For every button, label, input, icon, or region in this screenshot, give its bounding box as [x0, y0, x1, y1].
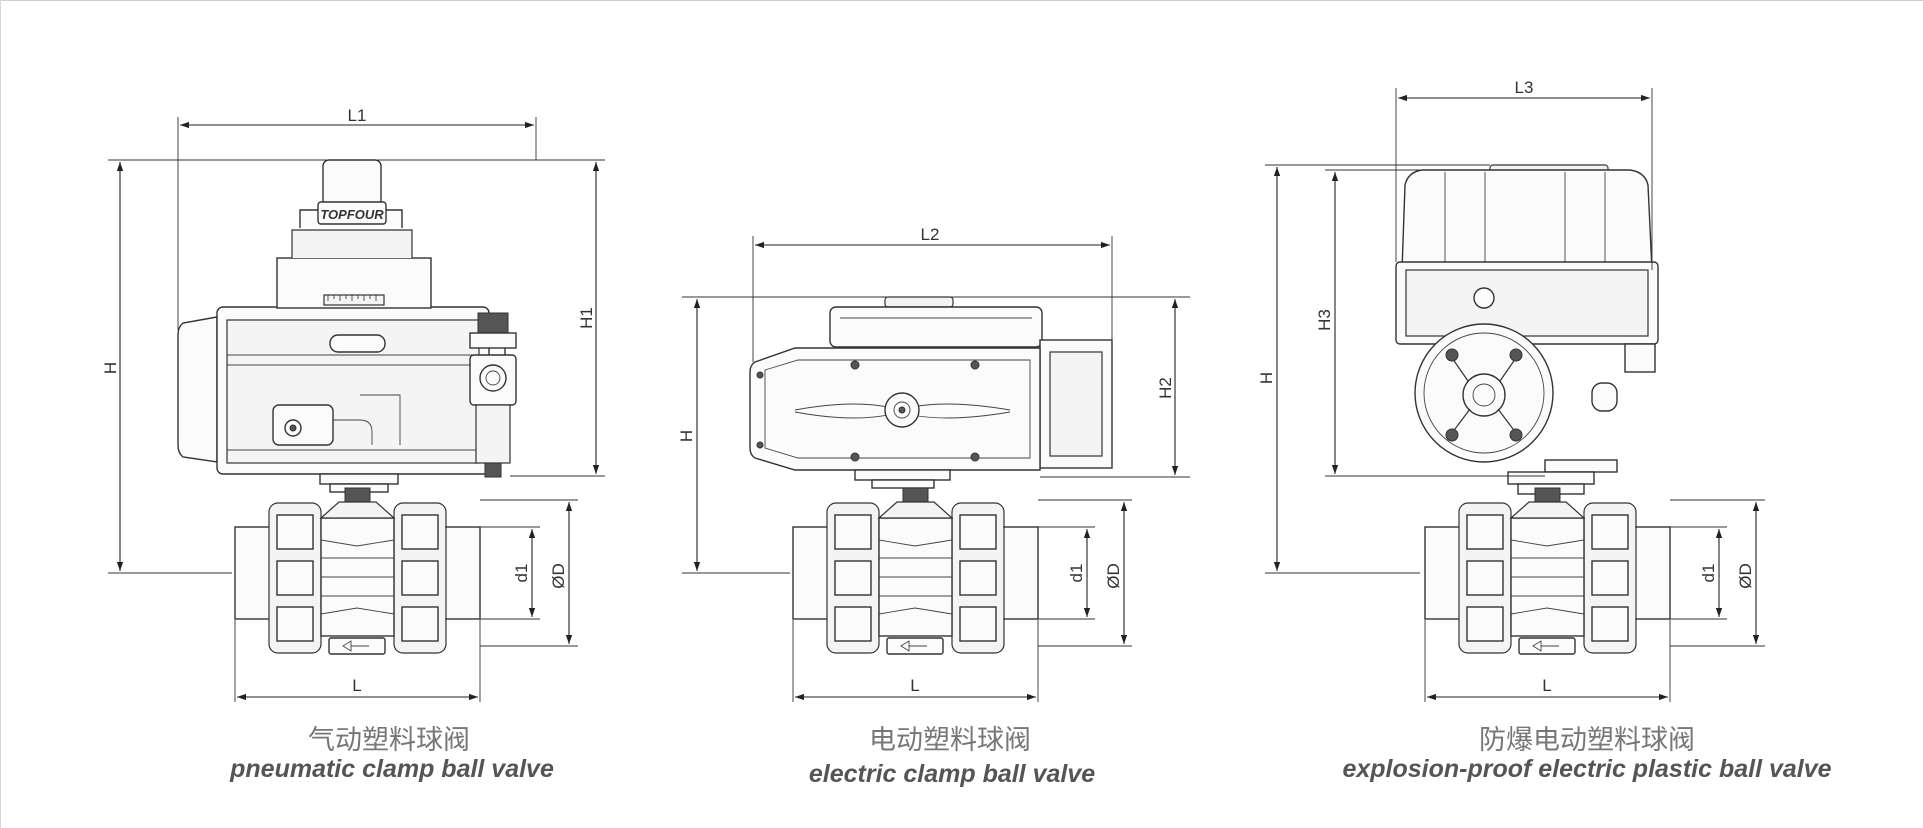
top-border	[0, 0, 1923, 1]
dim-label-h3: H3	[1315, 309, 1334, 331]
dim-label-d1-3: d1	[1699, 564, 1718, 583]
dim-label-l1: L1	[348, 106, 367, 125]
caption-en-electric: electric clamp ball valve	[808, 760, 1096, 788]
pneumatic-valve-dimensions: L1 H H1 d1 ØD L	[101, 106, 605, 702]
dim-label-h-3: H	[1257, 372, 1276, 384]
pneumatic-valve-drawing: TOPFOUR	[177, 159, 517, 655]
left-border	[0, 0, 1, 828]
dim-label-h2: H2	[1156, 377, 1175, 399]
dim-label-l3: L3	[1515, 78, 1534, 97]
dim-label-l: L	[352, 676, 361, 695]
dim-label-h-2: H	[677, 430, 696, 442]
caption-cn-pneumatic: 气动塑料球阀	[308, 725, 470, 756]
electric-valve-drawing	[749, 296, 1113, 655]
dim-label-od: ØD	[549, 563, 568, 589]
explosion-proof-valve-drawing	[1395, 164, 1671, 655]
dim-label-d1-2: d1	[1067, 564, 1086, 583]
dim-label-od-2: ØD	[1104, 563, 1123, 589]
dim-label-h1: H1	[577, 307, 596, 329]
caption-en-explosion-proof: explosion-proof electric plastic ball va…	[1342, 755, 1832, 783]
dim-label-od-3: ØD	[1736, 563, 1755, 589]
dim-label-d1: d1	[512, 564, 531, 583]
explosion-proof-valve-dimensions: L3 H H3 d1 ØD L	[1257, 78, 1765, 702]
caption-cn-explosion-proof: 防爆电动塑料球阀	[1479, 725, 1695, 756]
brand-logo-text: TOPFOUR	[320, 207, 384, 222]
dim-label-h: H	[101, 362, 120, 374]
caption-en-pneumatic: pneumatic clamp ball valve	[230, 755, 554, 783]
dim-label-l2: L2	[921, 225, 940, 244]
dim-label-l-3: L	[1542, 676, 1551, 695]
caption-cn-electric: 电动塑料球阀	[869, 725, 1031, 756]
electric-valve-dimensions: L2 H H2 d1 ØD L	[677, 225, 1190, 702]
dim-label-l-2: L	[910, 676, 919, 695]
